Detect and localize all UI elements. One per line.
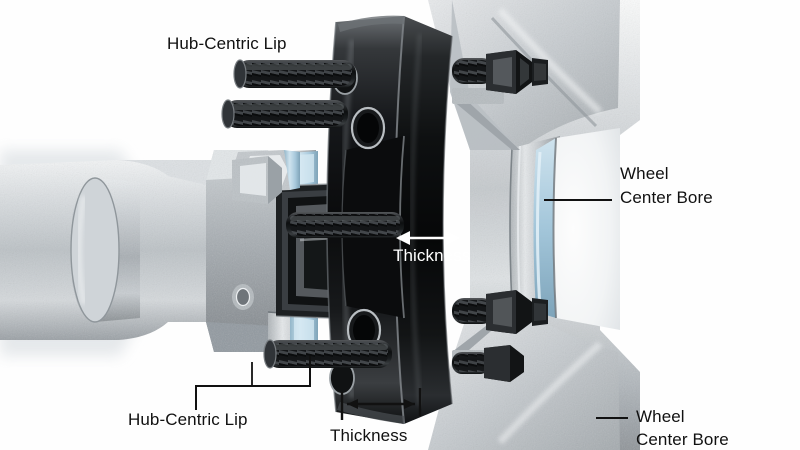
label-hub-centric-lip-top: Hub-Centric Lip [167,34,287,53]
label-thickness-on-spacer: Thickness [393,246,471,265]
leader-hub-centric-lip-bottom [195,356,311,410]
label-wheel-center-bore-top-line1: Wheel [620,164,669,183]
annotation-lines [195,199,628,420]
hub-collar-hex [232,156,282,204]
spacer-bolt-holes [329,61,386,395]
stud-lower [263,339,392,369]
label-wheel-center-bore-bottom-line1: Wheel [636,407,685,426]
lug-nut-upper [486,50,548,94]
spacer-face [395,16,452,424]
label-hub-centric-lip-bottom: Hub-Centric Lip [128,410,248,429]
stud-right-upper [452,50,548,94]
stud-upper-inner [221,99,348,129]
stud-and-nut-group [221,50,548,382]
stud-center [286,212,404,238]
dimension-thickness-bottom [340,388,422,420]
label-wheel-center-bore-top-line2: Center Bore [620,188,713,207]
wheel-assembly [428,0,640,450]
stud-right-bottom [452,345,524,382]
lug-nut-lower [486,290,548,334]
label-thickness-bottom: Thickness [330,426,408,445]
stud-right-lower [452,290,548,334]
stud-upper-outer [233,59,356,89]
dimension-thickness-on-spacer [396,231,460,245]
label-wheel-center-bore-bottom-line2: Center Bore [636,430,729,449]
